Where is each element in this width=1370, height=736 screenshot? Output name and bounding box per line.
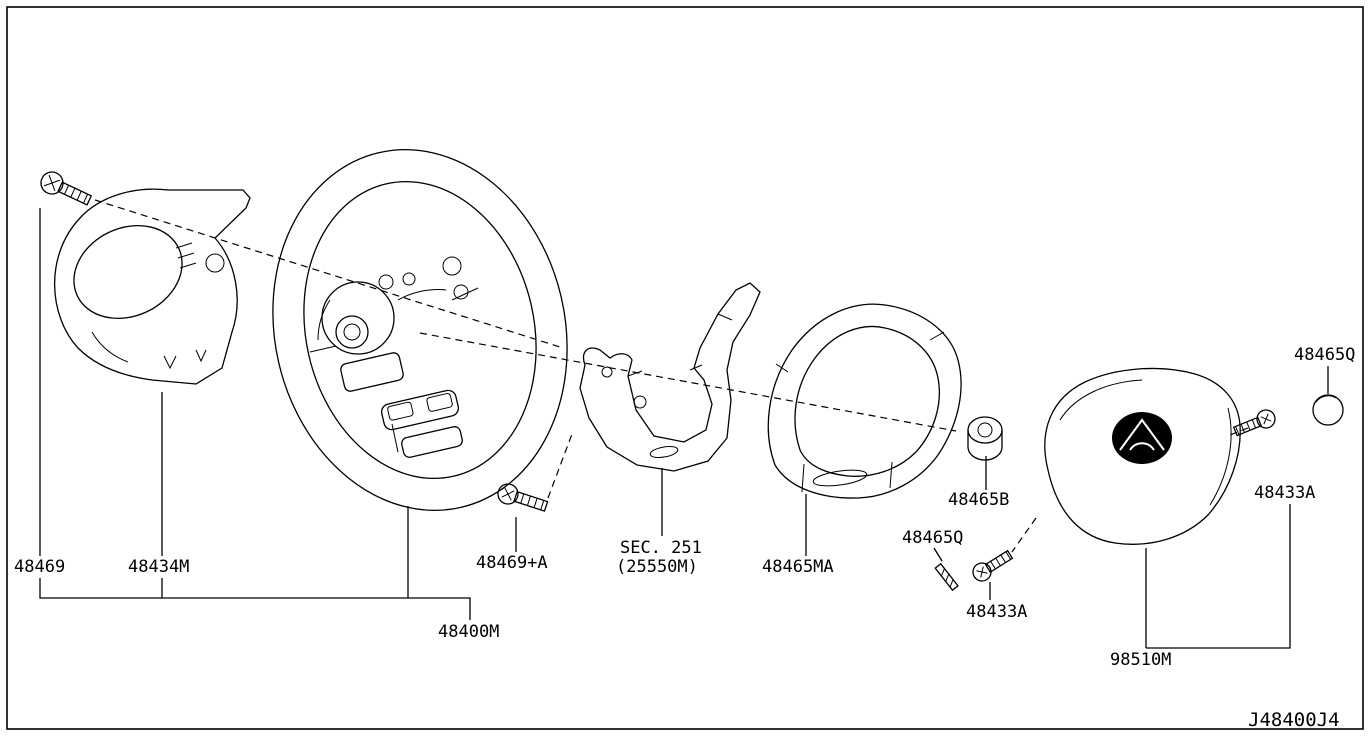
pin-48465q-mid-drawing [934, 562, 959, 592]
part-label-48433a-mid: 48433A [966, 602, 1027, 622]
part-label-48433a-right: 48433A [1254, 483, 1315, 503]
airbag-module-drawing [1044, 367, 1241, 545]
screw-48433a-mid-drawing [972, 549, 1014, 582]
section-ref-line1: SEC. 251 [620, 538, 702, 558]
bolt-48469-drawing [40, 171, 93, 206]
part-label-48465q-right: 48465Q [1294, 345, 1355, 365]
bracket-sec251-drawing [579, 282, 761, 472]
part-label-48400m: 48400M [438, 622, 499, 642]
part-label-48465b: 48465B [948, 490, 1009, 510]
leader-lines [39, 208, 1329, 649]
part-label-48434m: 48434M [128, 557, 189, 577]
nut-48465b-drawing [967, 416, 1003, 461]
part-label-48465q-mid: 48465Q [902, 528, 963, 548]
section-ref-line2: (25550M) [616, 557, 698, 577]
cap-48465q-right-drawing [1312, 394, 1344, 426]
diagram-border [6, 6, 1364, 730]
diagram-code: J48400J4 [1248, 709, 1340, 731]
part-label-48469a: 48469+A [476, 553, 548, 573]
part-label-98510m: 98510M [1110, 650, 1171, 670]
part-label-48469: 48469 [14, 557, 65, 577]
dashed-guide-lines [94, 199, 1249, 553]
bolt-48469a-drawing [497, 483, 549, 512]
steering-wheel-drawing [272, 149, 568, 511]
finisher-drawing [767, 303, 962, 499]
column-cover-drawing [54, 188, 251, 385]
part-label-48465ma: 48465MA [762, 557, 834, 577]
infiniti-logo [1112, 412, 1172, 464]
screw-48433a-right-drawing [1232, 409, 1276, 437]
